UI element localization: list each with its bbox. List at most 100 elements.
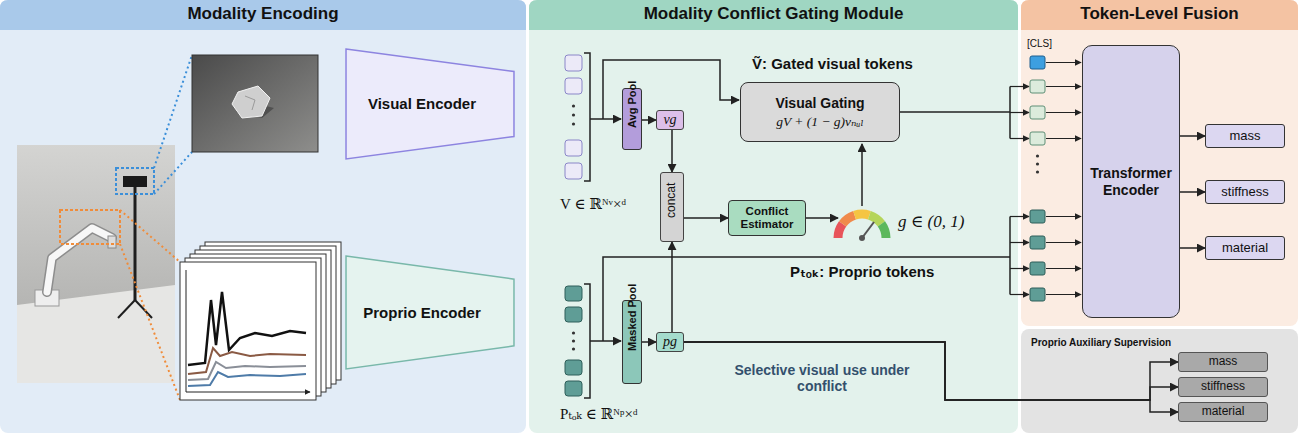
note-label: Selective visual use under conflict (712, 362, 932, 394)
node-text: Masked Pool (626, 333, 639, 351)
foil-object (232, 86, 270, 118)
camera-highlight (116, 168, 154, 194)
arrow-connector (684, 342, 1178, 400)
flow-line (1010, 86, 1029, 87)
node-text: Conflict Estimator (733, 205, 801, 231)
flow-line (806, 217, 838, 219)
arrow-connector (684, 342, 1178, 412)
supervision-region: Proprio Auxiliary Supervision mass stiffne… (1021, 329, 1298, 433)
flow-line (590, 118, 621, 120)
proprio-token (1030, 262, 1045, 275)
stage-panel: Modality EncodingVisual EncoderProprio E… (0, 0, 526, 433)
zoom-leader (120, 244, 180, 400)
plot-card (180, 262, 316, 400)
bracket (584, 53, 590, 181)
panel-title: Modality Encoding (187, 4, 338, 24)
output-box: mass (1178, 352, 1268, 372)
node-text: Proprio Encoder (363, 304, 481, 321)
ellipsis-dot (572, 104, 575, 107)
gate-label: g ∈ (0, 1) (898, 212, 964, 232)
flow-line (1010, 138, 1029, 139)
shape-label: V ∈ ℝᴺᵛ×ᵈ (560, 196, 626, 213)
gauge-arc (881, 224, 886, 238)
arrow-connector (671, 242, 673, 332)
robot-photo (17, 145, 175, 383)
ellipsis-dot (1036, 154, 1039, 157)
token-label: [CLS] (1027, 38, 1052, 50)
flow-line (603, 257, 1010, 341)
panel-title: Modality Conflict Gating Module (644, 4, 904, 24)
encoder-trapezoid: Visual Encoder (345, 48, 515, 160)
flow-line (861, 144, 863, 206)
flow-line (1046, 86, 1081, 87)
flow-line (1010, 242, 1029, 243)
table-surface (17, 285, 175, 383)
node-text: mass (1229, 129, 1260, 144)
ellipsis-dot (572, 113, 575, 116)
plot-axis (186, 270, 187, 392)
ellipsis-dot (1036, 162, 1039, 165)
visual-token (1030, 106, 1045, 119)
zoom-leader (154, 152, 192, 194)
arrow-connector (684, 217, 728, 219)
signal-line (188, 372, 306, 386)
vector-box: pg (656, 332, 684, 352)
output-label: Ṽ: Gated visual tokens (752, 55, 913, 72)
encoder-trapezoid: Proprio Encoder (345, 255, 515, 370)
visual-token (565, 163, 582, 179)
proprio-token (565, 286, 582, 301)
trapezoid-outline (346, 256, 514, 369)
gauge-arc (838, 224, 843, 238)
arm-highlight (60, 210, 120, 244)
node-text: vg (663, 112, 676, 128)
node-text: stiffness (1221, 185, 1268, 200)
panel-title: Token-Level Fusion (1080, 4, 1238, 24)
flow-line (1010, 294, 1029, 295)
pool-box: Masked Pool (622, 300, 642, 384)
flow-line (1010, 268, 1029, 269)
flow-line (1046, 138, 1081, 139)
cls-token (1030, 56, 1045, 69)
flow-line (1046, 62, 1081, 63)
vector-box: vg (656, 110, 684, 130)
robot-gripper (108, 236, 116, 248)
zoom-leader (154, 55, 192, 168)
panel-header (1021, 0, 1298, 30)
camera-image (192, 55, 318, 152)
node-text: Proprio Auxiliary Supervision (1031, 337, 1171, 349)
output-box: material (1205, 236, 1285, 260)
output-label: Pₜₒₖ: Proprio tokens (790, 263, 934, 280)
panel-bg (1021, 0, 1298, 326)
node-text: material (1222, 241, 1268, 256)
output-box: stiffness (1178, 377, 1268, 397)
visual-token (565, 140, 582, 156)
concat-box: concat (660, 172, 684, 242)
ellipsis-dot (572, 122, 575, 125)
gating-box: Visual GatinggV + (1 − g)vₙᵤₗ (740, 82, 900, 142)
output-box: stiffness (1205, 180, 1285, 204)
visual-token (1030, 132, 1045, 145)
proprio-token (565, 307, 582, 322)
panel-bg (0, 0, 526, 433)
flow-line (590, 340, 621, 342)
flow-line (1046, 216, 1081, 217)
proprio-token (565, 381, 582, 396)
flow-line (1010, 216, 1029, 217)
bracket (584, 284, 590, 398)
shape-label: Pₜₒₖ ∈ ℝᴺᵖ×ᵈ (560, 406, 638, 423)
proprio-token (1030, 288, 1045, 301)
gauge-hub (859, 235, 865, 241)
zoom-leader (120, 210, 180, 262)
tripod-leg (118, 300, 135, 318)
node-text: Visual Encoder (368, 95, 476, 112)
visual-token (565, 55, 582, 71)
proprio-token (565, 360, 582, 375)
flow-line (1009, 217, 1011, 295)
flow-line (1046, 268, 1081, 269)
pool-box: Avg Pool (622, 88, 642, 150)
robot-arm-outline (47, 228, 112, 292)
arrow-connector (684, 342, 1178, 400)
camera (123, 176, 147, 187)
visual-token (565, 78, 582, 94)
node-text: gV + (1 − g)vₙᵤₗ (776, 114, 864, 130)
